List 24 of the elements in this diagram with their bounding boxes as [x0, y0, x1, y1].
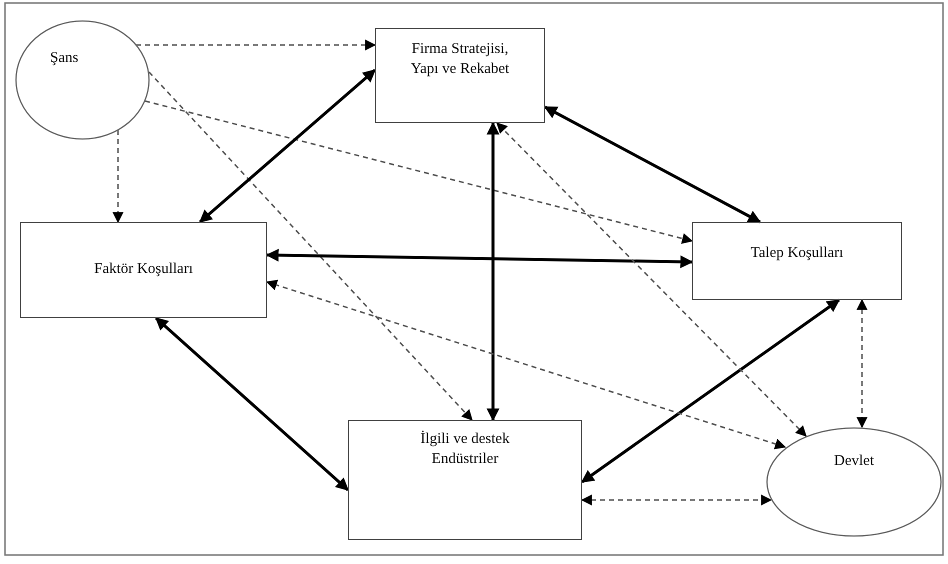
- arrow: [496, 122, 807, 437]
- arrow: [856, 298, 868, 428]
- node-label: Faktör Koşulları: [93, 260, 194, 279]
- arrow: [144, 100, 694, 244]
- arrow: [266, 280, 786, 450]
- node-label: İlgili ve destek Endüstriler: [419, 430, 511, 470]
- node-label: Şans: [49, 49, 80, 68]
- node-label: Firma Stratejisi, Yapı ve Rekabet: [410, 40, 510, 80]
- arrow: [136, 40, 376, 50]
- node-label: Talep Koşulları: [750, 244, 844, 263]
- process-box: [692, 222, 902, 300]
- arrow: [580, 298, 840, 484]
- arrow: [266, 248, 694, 268]
- node-label: Devlet: [833, 452, 875, 471]
- arrow: [155, 316, 349, 492]
- arrow: [148, 71, 473, 421]
- arrow: [112, 130, 124, 224]
- arrow: [544, 106, 762, 224]
- arrow: [580, 494, 772, 506]
- process-box: [375, 28, 545, 123]
- arrow: [486, 122, 500, 422]
- process-box: [20, 222, 267, 318]
- arrow: [199, 68, 376, 224]
- process-box: [348, 420, 582, 540]
